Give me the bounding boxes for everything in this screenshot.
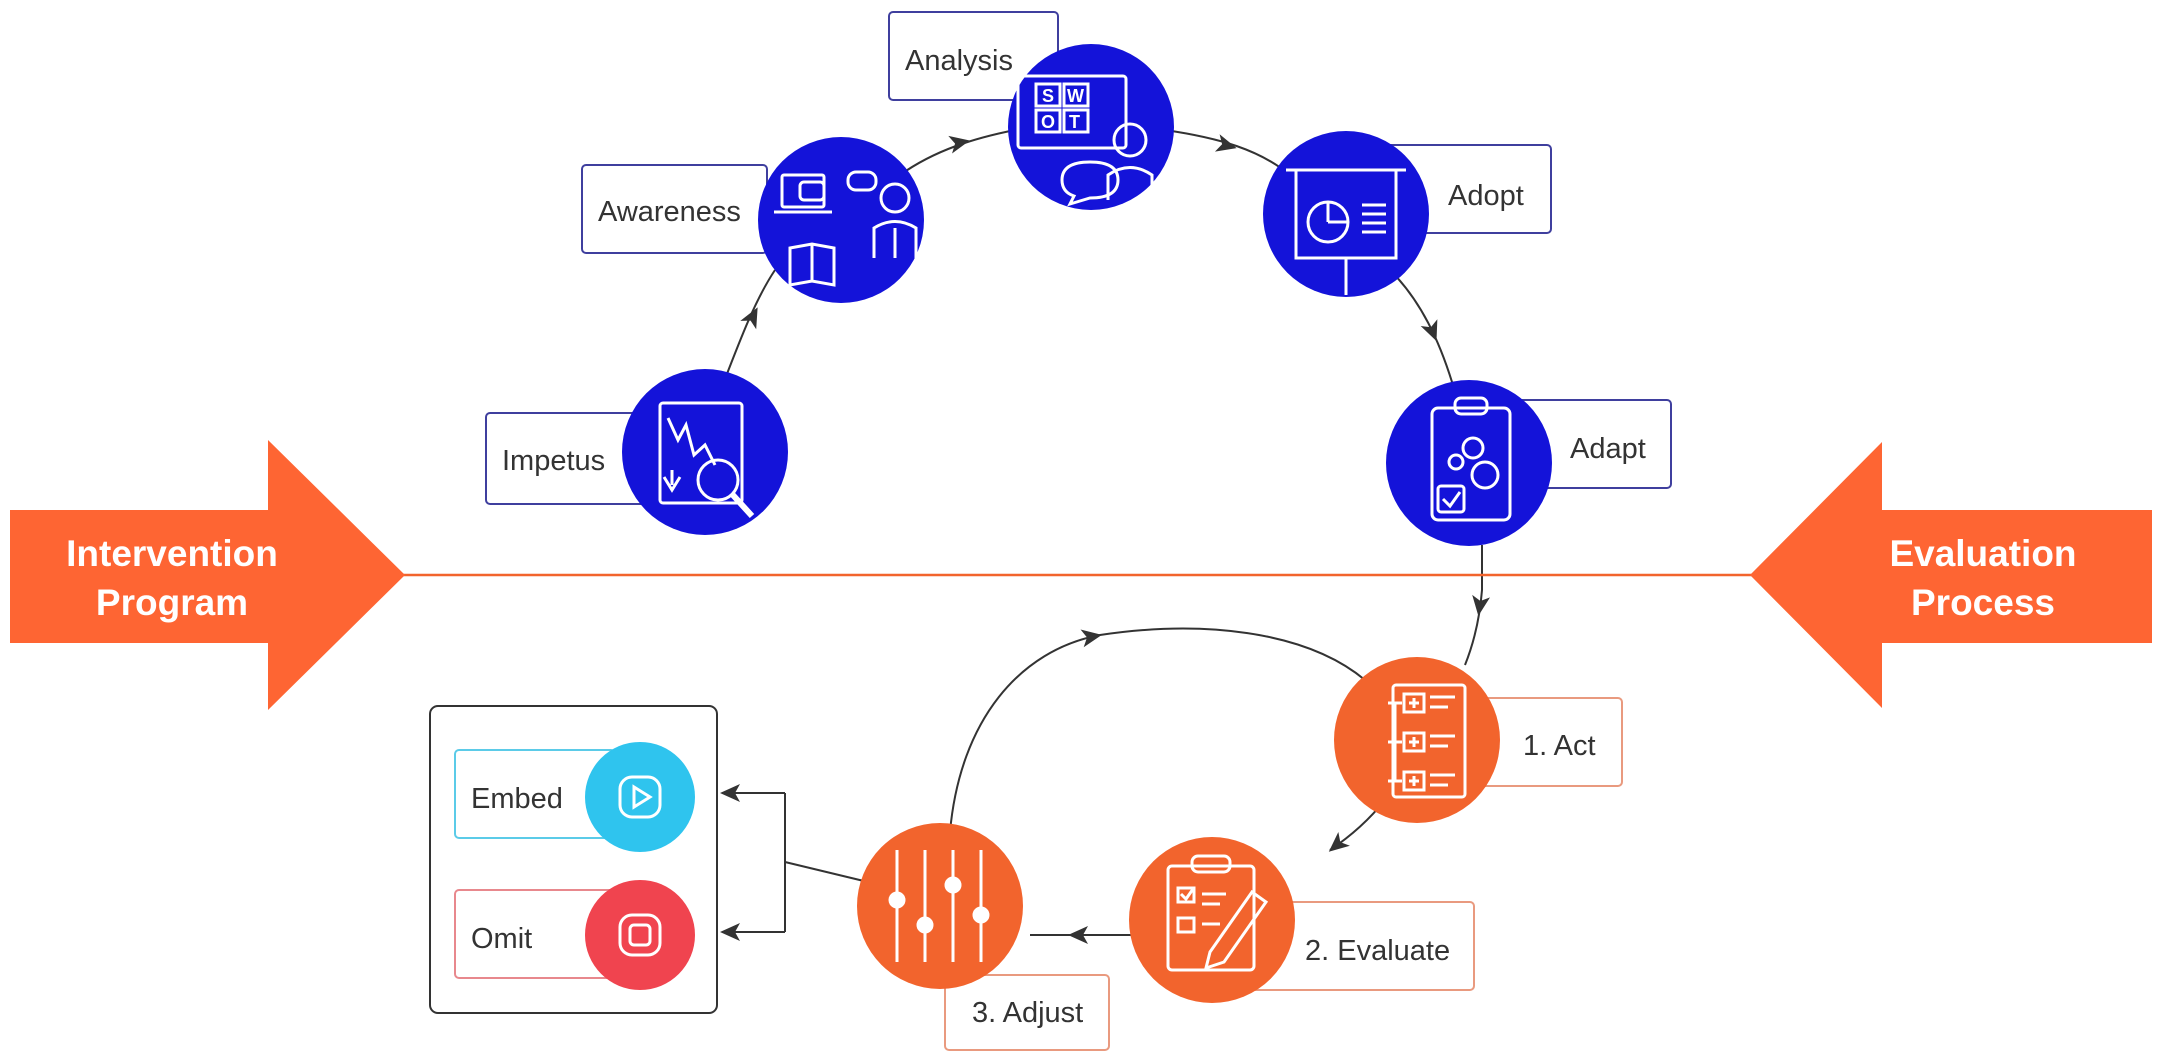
- stage-impetus-label: Impetus: [502, 445, 605, 477]
- arrowhead-up-awareness: [740, 307, 758, 330]
- chart-magnifier-icon: [658, 401, 755, 519]
- stage-adjust-label-box: [944, 974, 1110, 1051]
- outcome-panel: Embed Omit: [429, 705, 718, 1014]
- outcome-omit-label: Omit: [471, 923, 532, 955]
- banner-right-line2: Process: [1911, 582, 2055, 623]
- outcome-omit-circle: [585, 880, 695, 990]
- stage-impetus: Impetus: [485, 369, 788, 535]
- stage-analysis: Analysis S W O T: [888, 11, 1174, 210]
- swot-board-icon: S W O T: [1016, 74, 1154, 207]
- outcome-omit: Omit: [454, 880, 695, 990]
- stage-awareness-label: Awareness: [598, 196, 741, 228]
- stop-button-icon: [618, 913, 662, 957]
- connector-adopt-adapt: [1389, 269, 1456, 393]
- outcome-embed: Embed: [454, 742, 695, 852]
- arrowhead-loop-top: [1080, 629, 1102, 648]
- arrowheads: [720, 134, 1491, 944]
- outcome-embed-circle: [585, 742, 695, 852]
- stage-evaluate-label: 2. Evaluate: [1305, 935, 1450, 967]
- arrowhead-right-adopt: [1214, 134, 1237, 152]
- stage-awareness: Awareness: [581, 137, 924, 303]
- banner-left-line2: Program: [96, 582, 248, 623]
- stage-analysis-circle: [1008, 44, 1174, 210]
- connector-adjust-act-loop: [949, 627, 1366, 833]
- banner-right-line1: Evaluation: [1889, 533, 2076, 574]
- play-button-icon: [618, 775, 662, 819]
- arrowhead-down-adapt: [1420, 319, 1438, 342]
- stage-adjust: 3. Adjust: [857, 823, 1110, 1051]
- stage-adapt-label: Adapt: [1570, 433, 1646, 465]
- laptop-book-person-icon: [774, 170, 918, 287]
- stage-analysis-label: Analysis: [905, 45, 1013, 77]
- stage-act: 1. Act: [1334, 657, 1623, 823]
- arrowhead-down-evaluate: [1328, 831, 1350, 852]
- connector-adapt-act: [1464, 545, 1483, 666]
- stage-evaluate-circle: [1129, 837, 1295, 1003]
- stage-act-circle: [1334, 657, 1500, 823]
- arrowhead-to-embed: [720, 784, 740, 802]
- stage-adjust-circle: [857, 823, 1023, 989]
- banner-right-arrow-shape: [1750, 442, 2152, 708]
- outcome-embed-label: Embed: [471, 783, 563, 815]
- arrowhead-right-analysis: [948, 135, 970, 154]
- arrowhead-down-act: [1472, 594, 1491, 616]
- svg-text:O: O: [1041, 112, 1055, 132]
- arrowhead-left-adjust: [1068, 926, 1088, 944]
- svg-text:T: T: [1069, 112, 1080, 132]
- stage-adjust-label: 3. Adjust: [972, 997, 1083, 1029]
- stage-adopt: Adopt: [1263, 131, 1552, 297]
- stage-adapt: Adapt: [1386, 380, 1672, 546]
- clipboard-gears-icon: [1430, 396, 1512, 522]
- connector-adjust-outcomes: [784, 861, 869, 883]
- presentation-pie-chart-icon: [1286, 168, 1406, 295]
- arrowhead-to-omit: [720, 923, 740, 941]
- svg-text:W: W: [1067, 86, 1084, 106]
- svg-text:S: S: [1042, 86, 1054, 106]
- banner-left-line1: Intervention: [66, 533, 278, 574]
- banner-evaluation-process: Evaluation Process: [1750, 442, 2152, 708]
- connector-awareness-analysis: [899, 129, 1016, 176]
- stage-adopt-label: Adopt: [1448, 180, 1524, 212]
- stage-evaluate: 2. Evaluate: [1129, 837, 1475, 1003]
- clipboard-pencil-icon: [1166, 854, 1269, 972]
- slider-controls-icon: [888, 850, 990, 962]
- checklist-plus-icon: [1388, 683, 1467, 799]
- banner-left-arrow-shape: [10, 440, 405, 710]
- banner-intervention-program: Intervention Program: [10, 440, 405, 710]
- stage-impetus-circle: [622, 369, 788, 535]
- stage-awareness-circle: [758, 137, 924, 303]
- stage-act-label: 1. Act: [1523, 730, 1596, 762]
- connector-analysis-adopt: [1164, 129, 1291, 176]
